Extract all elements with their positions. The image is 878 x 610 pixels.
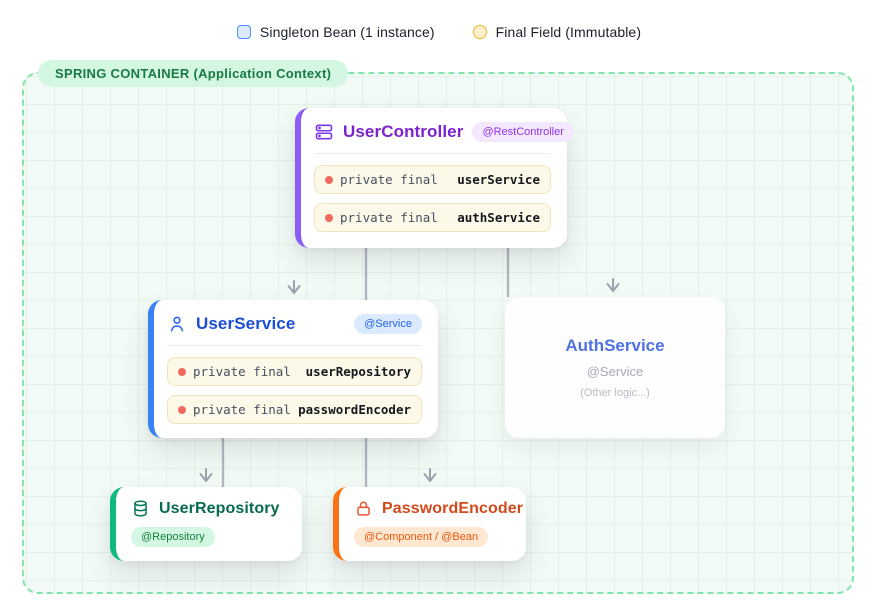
legend-item-singleton-bean: Singleton Bean (1 instance) xyxy=(236,24,435,40)
field-dot-icon xyxy=(325,213,333,222)
divider xyxy=(167,345,422,346)
bean-card-user-service: UserService @Service private final userR… xyxy=(148,300,438,438)
bean-card-auth-service: AuthService @Service (Other logic...) xyxy=(505,297,725,438)
bean-card-user-repository: UserRepository @Repository xyxy=(110,487,302,561)
bean-title: UserService xyxy=(196,314,296,333)
final-field-row: private final userService xyxy=(314,165,551,194)
database-icon xyxy=(131,499,150,518)
annotation-badge: @Component / @Bean xyxy=(354,527,489,547)
field-name: passwordEncoder xyxy=(298,402,411,417)
lock-icon xyxy=(354,499,373,518)
annotation-badge: @Repository xyxy=(131,527,215,547)
legend-item-final-field: Final Field (Immutable) xyxy=(472,24,642,40)
final-field-row: private final passwordEncoder xyxy=(167,395,422,424)
final-field-row: private final userRepository xyxy=(167,357,422,386)
user-icon xyxy=(167,314,187,334)
legend: Singleton Bean (1 instance) Final Field … xyxy=(0,24,878,40)
field-dot-icon xyxy=(178,405,186,414)
final-field-swatch-icon xyxy=(472,25,487,39)
singleton-bean-swatch-icon xyxy=(236,25,251,39)
field-modifier: private final xyxy=(193,364,291,379)
legend-label: Final Field (Immutable) xyxy=(495,24,642,40)
field-name: userRepository xyxy=(305,364,411,379)
bean-title: PasswordEncoder xyxy=(382,499,524,517)
final-field-row: private final authService xyxy=(314,203,551,232)
field-modifier: private final xyxy=(193,402,291,417)
divider xyxy=(314,153,551,154)
bean-title: AuthService xyxy=(565,336,665,355)
annotation-badge: @RestController xyxy=(472,122,574,142)
bean-card-password-encoder: PasswordEncoder @Component / @Bean xyxy=(333,487,526,561)
field-modifier: private final xyxy=(340,172,438,187)
spring-container-label: SPRING CONTAINER (Application Context) xyxy=(38,60,349,87)
field-name: userService xyxy=(457,172,540,187)
field-modifier: private final xyxy=(340,210,438,225)
bean-card-user-controller: UserController @RestController private f… xyxy=(295,108,574,248)
note-text: (Other logic...) xyxy=(580,387,650,399)
field-dot-icon xyxy=(178,367,186,376)
bean-title: UserRepository xyxy=(159,499,280,517)
bean-title: UserController xyxy=(343,122,464,141)
field-dot-icon xyxy=(325,175,333,184)
legend-label: Singleton Bean (1 instance) xyxy=(259,24,435,40)
field-name: authService xyxy=(457,210,540,225)
annotation-text: @Service xyxy=(586,364,644,379)
annotation-badge: @Service xyxy=(354,314,422,334)
server-stack-icon xyxy=(314,122,334,142)
